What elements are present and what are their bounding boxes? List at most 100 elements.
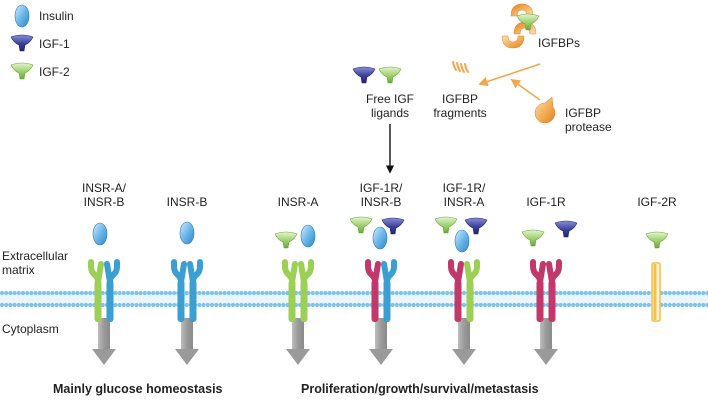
lipid-head-outer (155, 291, 159, 295)
lipid-head-inner (126, 303, 130, 307)
lipid-head-inner (13, 303, 17, 307)
lipid-head-inner (685, 303, 689, 307)
lipid-head-outer (17, 291, 21, 295)
lipid-head-inner (265, 303, 269, 307)
receptor-stem (372, 280, 379, 322)
lipid-head-outer (277, 291, 281, 295)
lipid-head-inner (592, 303, 596, 307)
lipid-head-inner (332, 303, 336, 307)
lipid-head-outer (412, 291, 416, 295)
lipid-head-inner (25, 303, 29, 307)
igf2-ligand-insr-a (275, 232, 297, 248)
lipid-head-outer (361, 291, 365, 295)
lipid-head-outer (269, 291, 273, 295)
lipid-head-inner (701, 303, 705, 307)
receptor-arm-inner (458, 264, 461, 282)
receptor-arm-inner (467, 264, 470, 282)
lipid-head-inner (0, 303, 4, 307)
lipid-head-inner (500, 303, 504, 307)
lipid-head-outer (567, 291, 571, 295)
lipid-head-outer (80, 291, 84, 295)
igfbp-left (502, 36, 524, 48)
lipid-head-outer (34, 291, 38, 295)
lipid-head-inner (504, 303, 508, 307)
lipid-head-inner (4, 303, 8, 307)
lipid-head-outer (399, 291, 403, 295)
lipid-head-outer (344, 291, 348, 295)
lipid-head-outer (504, 291, 508, 295)
lipid-head-outer (575, 291, 579, 295)
legend-insulin-icon (15, 5, 29, 27)
lipid-head-outer (46, 291, 50, 295)
signal-arrow-head (286, 349, 310, 365)
lipid-head-outer (164, 291, 168, 295)
lipid-head-inner (323, 303, 327, 307)
lipid-head-outer (701, 291, 705, 295)
receptor-stem (537, 280, 544, 322)
lipid-head-outer (244, 291, 248, 295)
signal-arrow-5 (534, 318, 558, 365)
receptor-label-insr-a-insr-b: INSR-A/ INSR-B (64, 181, 144, 209)
lipid-head-inner (185, 303, 189, 307)
lipid-head-outer (315, 291, 319, 295)
lipid-head-inner (508, 303, 512, 307)
lipid-head-outer (483, 291, 487, 295)
lipid-head-outer (151, 291, 155, 295)
lipid-head-inner (630, 303, 634, 307)
lipid-head-outer (634, 291, 638, 295)
signal-arrow-3 (369, 318, 393, 365)
lipid-head-inner (319, 303, 323, 307)
lipid-head-inner (580, 303, 584, 307)
lipid-head-outer (139, 291, 143, 295)
lipid-head-inner (277, 303, 281, 307)
lipid-head-outer (4, 291, 8, 295)
lipid-head-inner (202, 303, 206, 307)
receptor-label-igf1r: IGF-1R (506, 195, 586, 209)
lipid-head-inner (281, 303, 285, 307)
receptor-arm-inner (549, 264, 552, 282)
signal-arrow-shaft (181, 318, 193, 350)
igfbp-fragments-icon (453, 62, 468, 72)
fragments-line1: IGFBP (420, 92, 500, 106)
lipid-head-inner (134, 303, 138, 307)
receptor-stem (190, 280, 197, 322)
lipid-head-outer (449, 291, 453, 295)
receptor-arm-inner (301, 264, 304, 282)
lipid-head-outer (25, 291, 29, 295)
lipid-head-inner (638, 303, 642, 307)
lipid-head-inner (462, 303, 466, 307)
igf2-ligand-igf1r-insr-b (350, 217, 372, 233)
lipid-head-outer (231, 291, 235, 295)
igfbp-shape (502, 36, 524, 48)
lipid-head-inner (340, 303, 344, 307)
lipid-head-inner (668, 303, 672, 307)
lipid-head-outer (147, 291, 151, 295)
lipid-head-inner (252, 303, 256, 307)
lipid-head-inner (168, 303, 172, 307)
lipid-head-inner (248, 303, 252, 307)
insulin-ligand-insr-b (180, 222, 194, 244)
insulin-ligand-igf1r-insr-a (455, 230, 469, 252)
lipid-head-inner (29, 303, 33, 307)
cytoplasm-label: Cytoplasm (2, 322, 59, 336)
lipid-head-inner (315, 303, 319, 307)
lipid-head-outer (273, 291, 277, 295)
lipid-head-outer (256, 291, 260, 295)
lipid-head-inner (206, 303, 210, 307)
lipid-head-outer (378, 291, 382, 295)
extracellular-line1: Extracellular (2, 249, 68, 263)
lipid-head-outer (580, 291, 584, 295)
fragment-piece (457, 63, 460, 71)
receptor-label-insr-a: INSR-A (258, 195, 338, 209)
lipid-head-outer (697, 291, 701, 295)
lipid-head-inner (349, 303, 353, 307)
lipid-head-outer (672, 291, 676, 295)
lipid-head-inner (575, 303, 579, 307)
lipid-head-outer (613, 291, 617, 295)
lipid-head-outer (71, 291, 75, 295)
lipid-head-outer (311, 291, 315, 295)
lipid-head-inner (336, 303, 340, 307)
lipid-head-inner (559, 303, 563, 307)
lipid-head-inner (160, 303, 164, 307)
receptor-6-line1: IGF-2R (617, 195, 697, 209)
